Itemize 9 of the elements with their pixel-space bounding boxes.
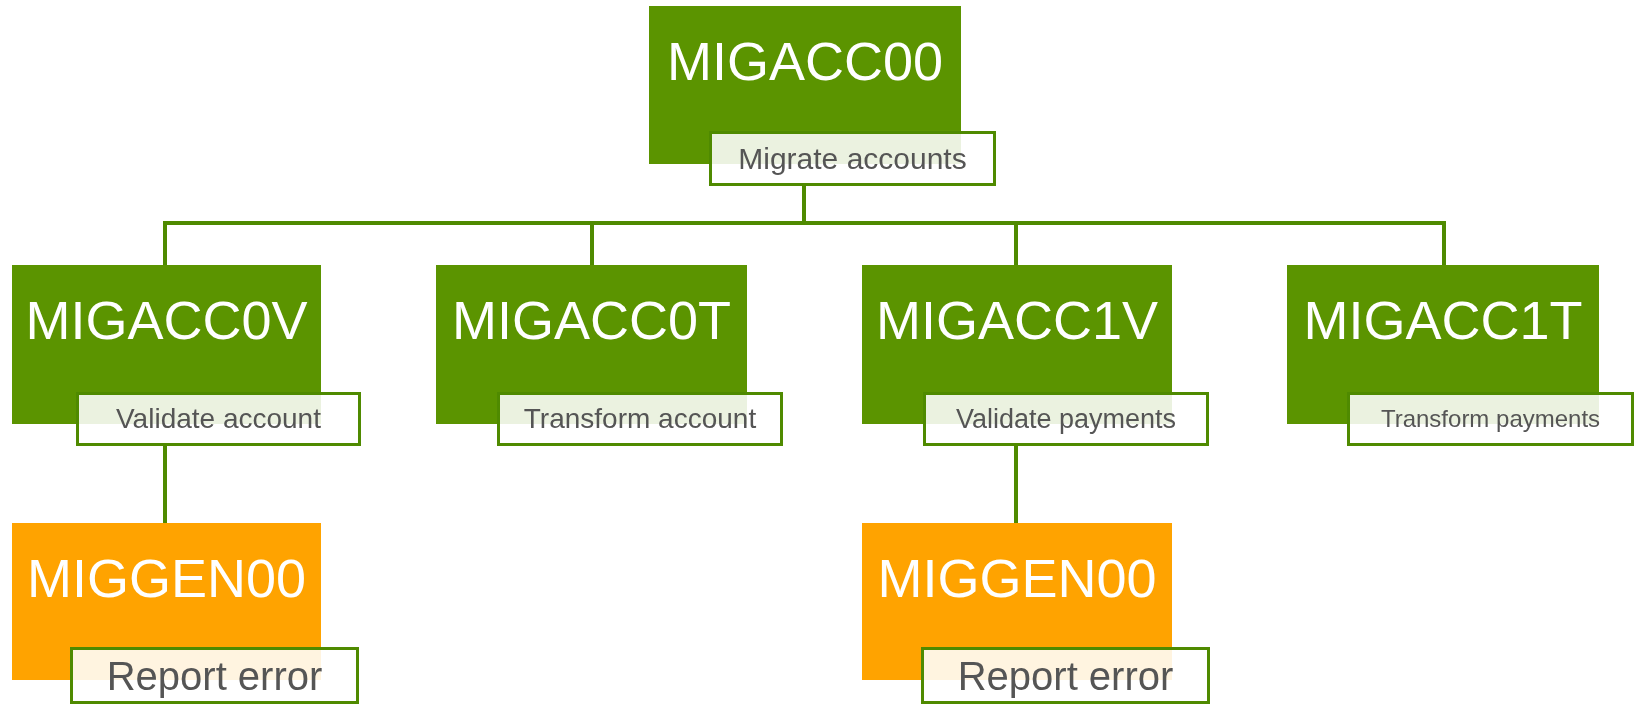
connector-line [163, 446, 167, 523]
description-label: Transform payments [1347, 392, 1634, 446]
description-label: Transform account [497, 392, 783, 446]
description-label: Report error [70, 647, 359, 704]
description-label: Validate payments [923, 392, 1209, 446]
connector-line [1014, 446, 1018, 523]
description-label: Validate account [76, 392, 361, 446]
description-label: Migrate accounts [709, 131, 996, 186]
description-label: Report error [921, 647, 1210, 704]
